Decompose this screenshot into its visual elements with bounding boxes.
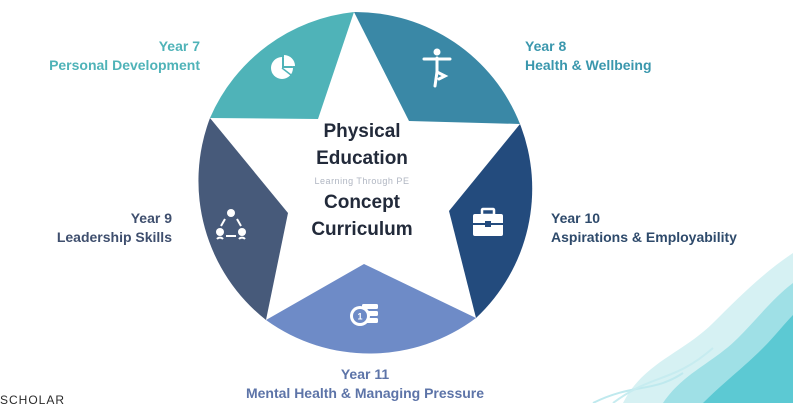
footer-fragment: SCHOLAR [0,393,66,407]
label-year-9-year: Year 9 [130,210,172,226]
team-network-icon [216,209,246,240]
label-year-9-title: Leadership Skills [56,229,172,245]
label-year-11: Year 11 Mental Health & Managing Pressur… [210,365,520,403]
center-title: Physical Education Learning Through PE C… [262,118,462,243]
label-year-10-year: Year 10 [551,210,601,226]
briefcase-icon [473,207,503,236]
label-year-9: Year 9 Leadership Skills [20,209,172,247]
label-year-11-title: Mental Health & Managing Pressure [245,385,485,401]
label-year-7-title: Personal Development [49,57,200,73]
center-line-3: Concept [324,192,400,213]
svg-text:1: 1 [357,312,362,322]
label-year-7-year: Year 7 [158,38,200,54]
label-year-10-title: Aspirations & Employability [551,229,737,245]
label-year-11-year: Year 11 [340,366,390,382]
label-year-8: Year 8 Health & Wellbeing [525,37,652,75]
label-year-7: Year 7 Personal Development [10,37,200,75]
decorative-wave [592,253,793,403]
yoga-pose-icon [422,48,452,88]
coins-icon: 1 [350,304,378,326]
center-line-4: Curriculum [311,219,413,240]
center-line-1: Physical [323,121,401,142]
label-year-8-year: Year 8 [525,38,567,54]
label-year-10: Year 10 Aspirations & Employability [551,209,737,247]
segment-year-9 [198,118,288,320]
center-tagline: Learning Through PE [314,176,410,186]
pie-chart-icon [271,55,295,79]
label-year-8-title: Health & Wellbeing [525,57,652,73]
center-line-2: Education [316,148,408,169]
